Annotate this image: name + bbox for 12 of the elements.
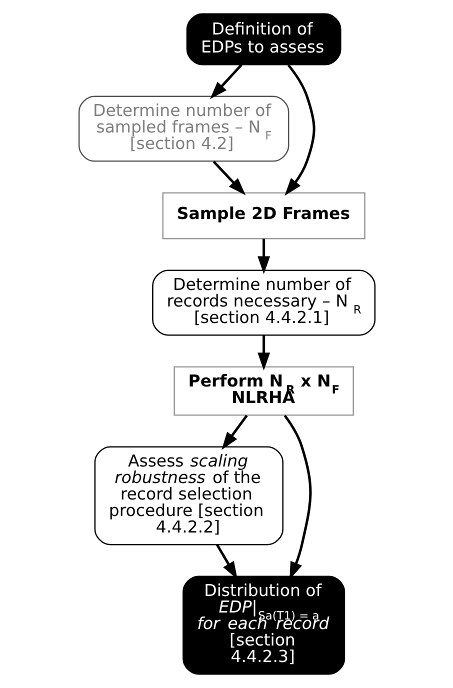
arrow	[209, 64, 242, 100]
arrow	[221, 414, 248, 450]
node-box: Determine number of records necessary – N$_{R}$ [section 4.4.2.1]	[152, 270, 376, 336]
node-box: Sample 2D Frames	[162, 192, 365, 240]
node-box: Distribution of EDP|$_{Sa(T1) = a}$ for each record [section 4.4.2.3]	[182, 576, 345, 675]
arrow	[257, 238, 270, 274]
node-box: Determine number of sampled frames – N$_{F}$ [section 4.2]	[78, 96, 289, 162]
node-box: Assess scaling robustness of the record selection procedure [section 4.4.2.2]	[94, 446, 283, 546]
arrow	[257, 335, 270, 370]
arrow	[284, 64, 315, 196]
arrow	[212, 160, 246, 196]
node-box: Definition of EDPs to assess	[186, 13, 341, 66]
